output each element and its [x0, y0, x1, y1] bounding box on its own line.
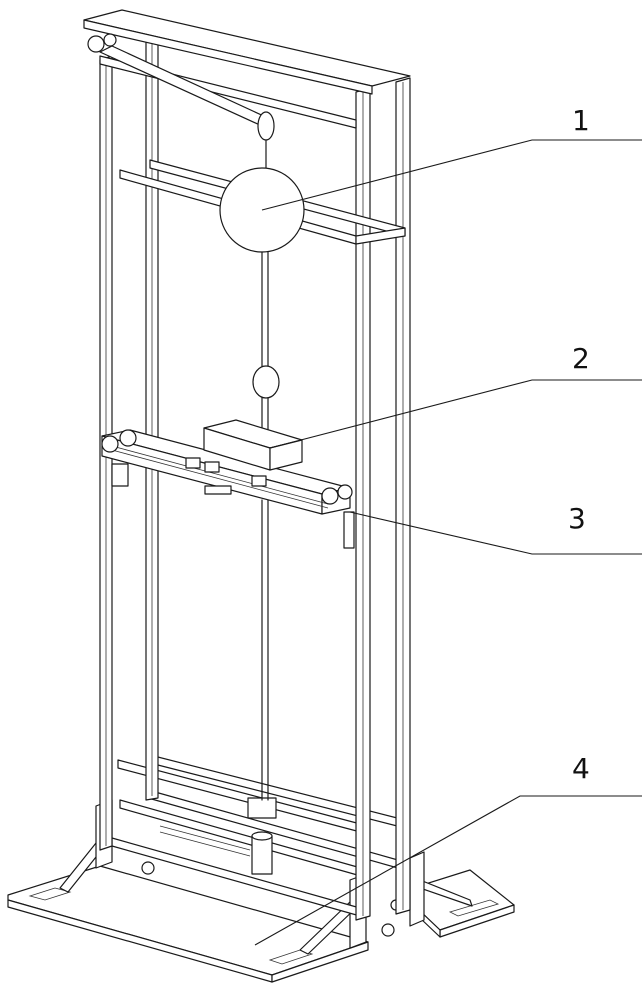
- callout-2: 2: [572, 342, 590, 375]
- leader-lines: [255, 140, 642, 945]
- callout-1: 1: [572, 104, 590, 137]
- callout-3: 3: [568, 502, 586, 535]
- callout-4: 4: [572, 752, 590, 785]
